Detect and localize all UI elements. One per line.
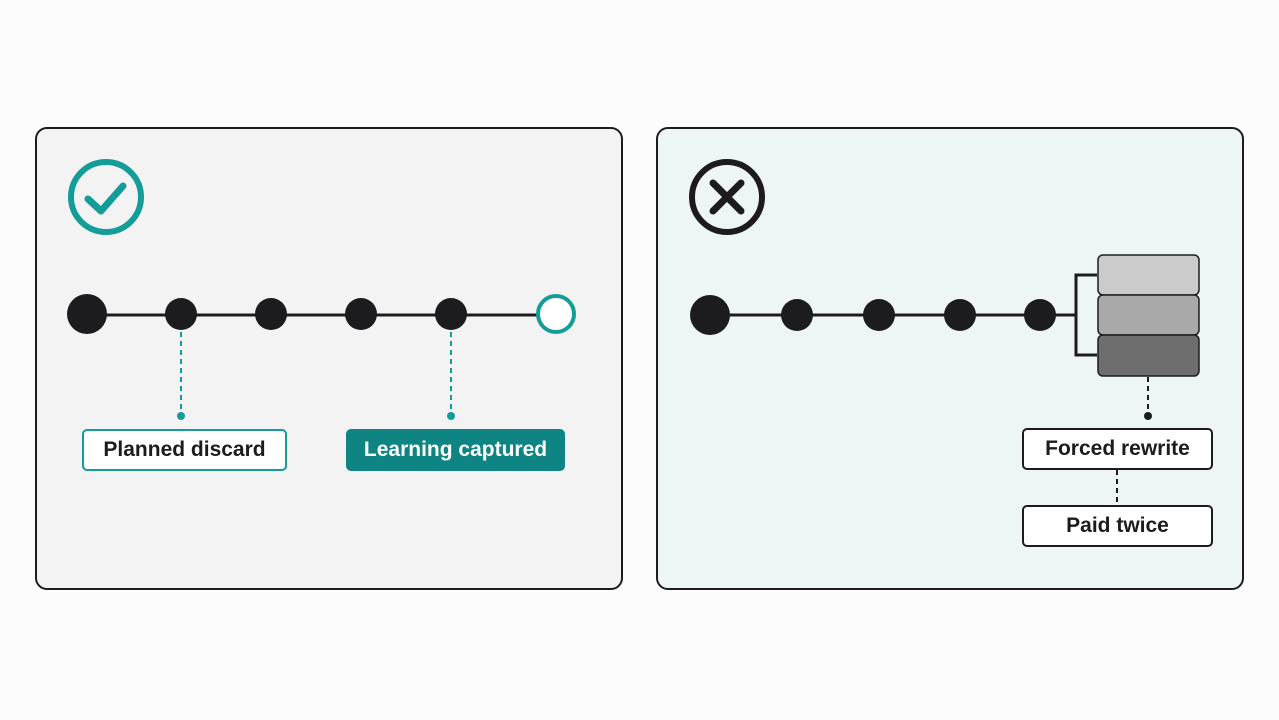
paid-twice-label: Paid twice: [1022, 505, 1213, 547]
left-panel: [35, 127, 623, 590]
check-circle-icon: [68, 159, 144, 235]
timeline-start-node-left: [67, 294, 107, 334]
connector-dot: [447, 412, 455, 420]
timeline-node: [781, 299, 813, 331]
timeline-end-node-hollow: [536, 294, 576, 334]
connector-dot: [1144, 412, 1152, 420]
stack-block-bottom: [1097, 334, 1200, 377]
forced-rewrite-label: Forced rewrite: [1022, 428, 1213, 470]
x-circle-icon: [689, 159, 765, 235]
timeline-node: [863, 299, 895, 331]
timeline-node: [345, 298, 377, 330]
timeline-node: [435, 298, 467, 330]
branch-bracket: [1074, 273, 1097, 357]
timeline-node: [1024, 299, 1056, 331]
learning-captured-label: Learning captured: [346, 429, 565, 471]
timeline-start-node-right: [690, 295, 730, 335]
timeline-node: [255, 298, 287, 330]
stack-block-top: [1097, 254, 1200, 296]
timeline-node: [944, 299, 976, 331]
planned-discard-label: Planned discard: [82, 429, 287, 471]
timeline-node: [165, 298, 197, 330]
connector-dot: [177, 412, 185, 420]
stack-block-middle: [1097, 294, 1200, 336]
